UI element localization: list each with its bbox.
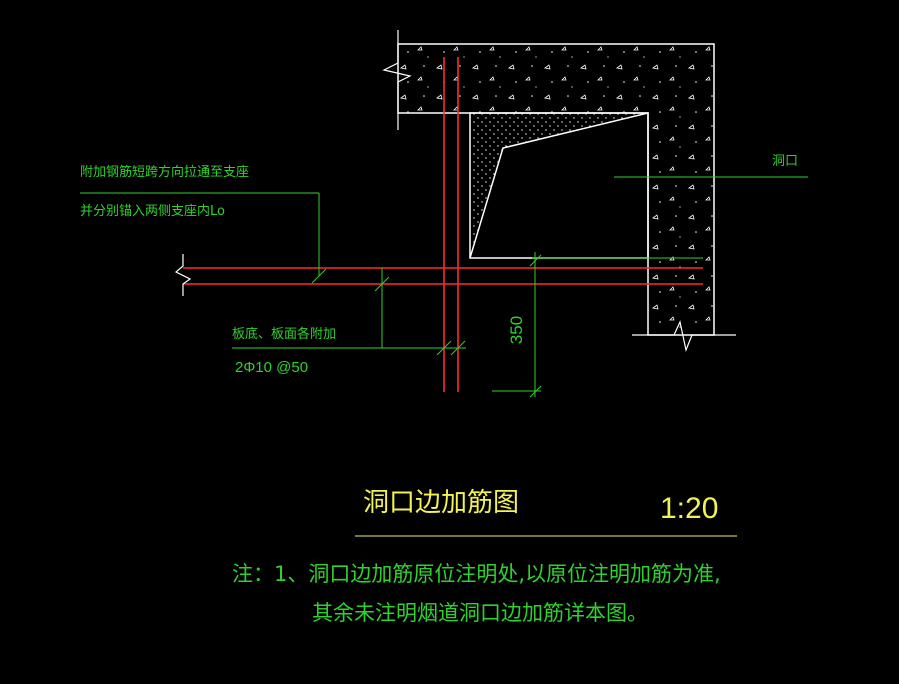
leader-board-note [232,268,466,356]
dimension-350 [492,252,703,398]
opening-label: 洞口 [772,154,799,169]
drawing-scale: 1:20 [660,492,719,525]
note-line2: 其余未注明烟道洞口边加筋详本图。 [312,601,648,625]
leader-rebar-note [80,192,327,284]
rebar-group [183,57,703,392]
rebar-note-line1: 附加钢筋短跨方向拉通至支座 [80,165,250,180]
dimension-text: 350 [507,316,526,344]
rebar-spec: 2Φ10 @50 [235,359,309,376]
drawing-title: 洞口边加筋图 [363,488,520,518]
rebar-note-line2: 并分别锚入两侧支座内Lo [80,204,225,219]
board-note: 板底、板面各附加 [232,327,337,342]
concrete-section [382,30,736,353]
rebar-break-mark [174,254,192,296]
note-line1: 注：1、洞口边加筋原位注明处,以原位注明加筋为准, [232,562,721,586]
